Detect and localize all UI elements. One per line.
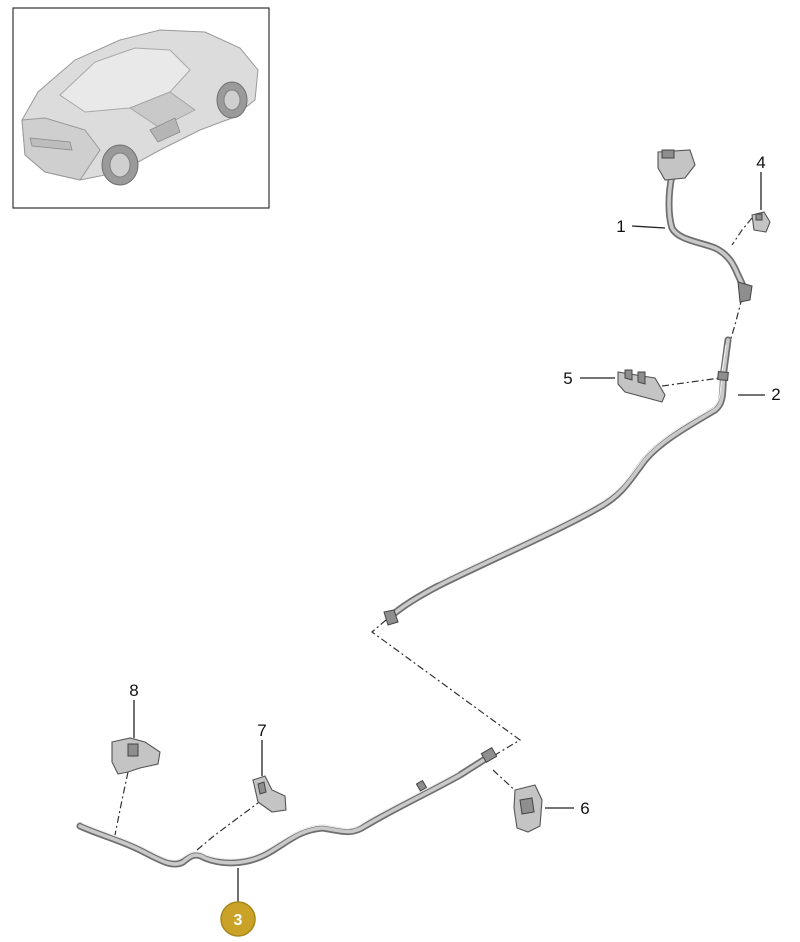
callout-6[interactable]: 6 <box>580 799 589 818</box>
callout-3[interactable]: 3 <box>234 912 243 929</box>
assembly-lines <box>114 217 753 851</box>
callout-5[interactable]: 5 <box>563 369 572 388</box>
highlight-badge <box>220 901 256 937</box>
callout-8[interactable]: 8 <box>129 681 138 700</box>
car-rear-view-icon <box>21 29 259 186</box>
assembly-line-5 <box>661 377 721 387</box>
part-1-upper-pipe[interactable] <box>657 149 753 303</box>
part-4-clip[interactable] <box>751 211 771 233</box>
callout-1[interactable]: 1 <box>616 217 625 236</box>
assembly-line-pipe-joint <box>371 619 522 759</box>
part-6-holder[interactable] <box>513 784 543 833</box>
part-8-bracket[interactable] <box>111 737 161 775</box>
assembly-line-8 <box>114 771 129 836</box>
assembly-line-7 <box>196 799 263 851</box>
assembly-line-4 <box>731 217 753 246</box>
car-thumbnail[interactable] <box>12 7 270 209</box>
part-2-middle-pipe[interactable] <box>383 336 732 626</box>
leader-lines <box>133 172 765 903</box>
callout-3-highlight[interactable]: 3 <box>220 901 256 937</box>
callout-2[interactable]: 2 <box>771 385 780 404</box>
callouts: 1 2 4 5 6 7 8 <box>129 153 780 818</box>
callout-4[interactable]: 4 <box>756 153 765 172</box>
callout-7[interactable]: 7 <box>257 721 266 740</box>
part-7-clip[interactable] <box>252 775 287 813</box>
part-3-lower-pipe[interactable] <box>76 746 498 868</box>
leader-1 <box>631 225 666 229</box>
part-5-bracket[interactable] <box>617 369 666 403</box>
